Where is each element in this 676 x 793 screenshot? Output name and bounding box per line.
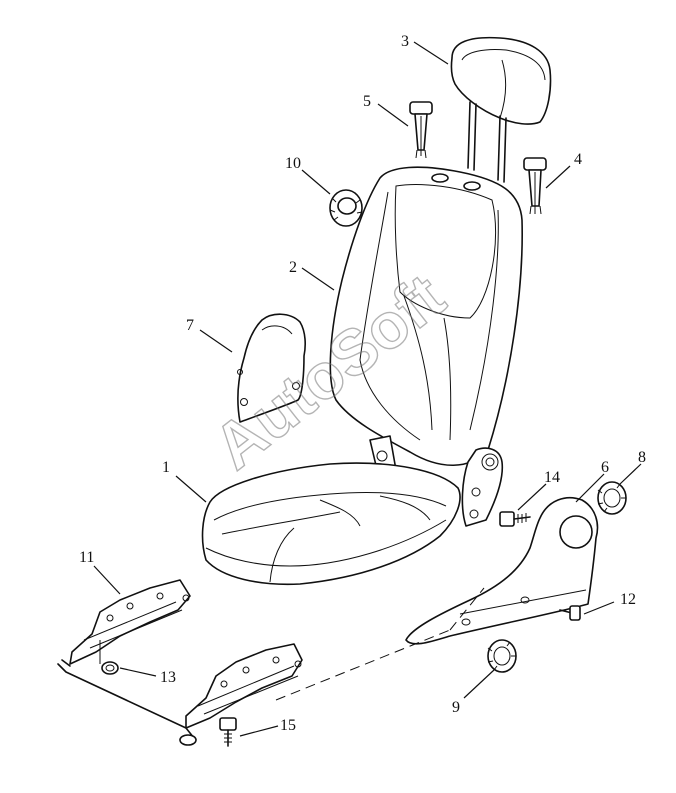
- recliner-knob-loose: [487, 639, 517, 673]
- callout-3: 3: [401, 33, 409, 50]
- side-cover-inner: [237, 313, 306, 423]
- callout-1: 1: [162, 459, 170, 476]
- callout-12: 12: [620, 591, 636, 608]
- callout-9: 9: [452, 699, 460, 716]
- recliner-knob-inner: [329, 189, 363, 227]
- screw-12: [559, 605, 581, 621]
- callout-13: 13: [160, 669, 176, 686]
- headrest: [450, 36, 552, 183]
- recliner-knob-outer: [597, 481, 627, 515]
- callout-14: 14: [544, 469, 560, 486]
- headrest-guide-left: [409, 101, 433, 159]
- callout-11: 11: [79, 549, 94, 566]
- dashed-guide-lines: [275, 587, 485, 701]
- seat-cushion: [201, 462, 461, 586]
- callout-labels: 1 2 3 4 5 6 7 8 9 10 11 12 13 14 15: [79, 33, 646, 734]
- headrest-guide-right: [523, 157, 547, 215]
- nut-13: [101, 661, 119, 675]
- bolt-15: [219, 717, 237, 747]
- side-trim-outer: [405, 496, 599, 645]
- callout-7: 7: [186, 317, 194, 334]
- seat-back: [329, 166, 523, 467]
- callout-5: 5: [363, 93, 371, 110]
- bolt-14: [499, 511, 531, 527]
- callout-15: 15: [280, 717, 296, 734]
- callout-2: 2: [289, 259, 297, 276]
- callout-4: 4: [574, 151, 582, 168]
- seat-rail-assembly: [57, 579, 303, 746]
- callout-10: 10: [285, 155, 301, 172]
- callout-8: 8: [638, 449, 646, 466]
- leader-lines: [93, 41, 642, 737]
- callout-6: 6: [601, 459, 609, 476]
